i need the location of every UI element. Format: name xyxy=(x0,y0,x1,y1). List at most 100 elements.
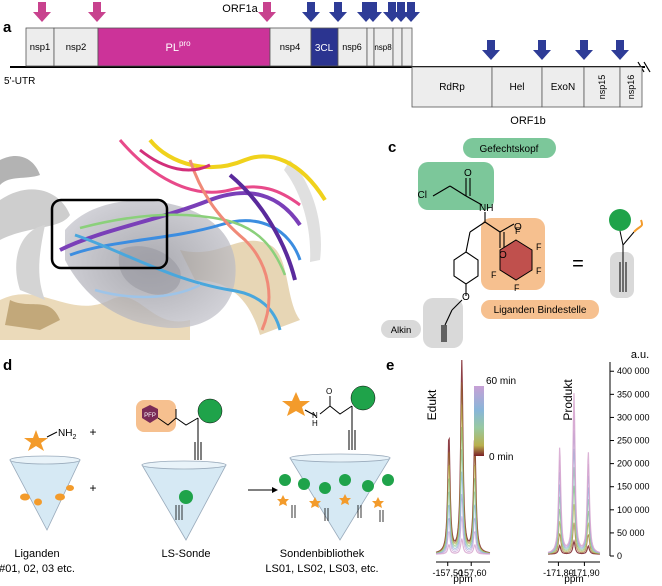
spectrum-trace-edukt xyxy=(436,538,490,555)
segment-nsp1 xyxy=(25,27,55,67)
warhead-highlight xyxy=(418,162,494,210)
panel-a: a ORF1a 5'-UTR nsp1 nsp2 PLpro nsp4 3CL … xyxy=(3,2,651,127)
ligand-dot-icon xyxy=(20,493,30,501)
spectrum-trace-edukt xyxy=(435,493,490,555)
library-beads xyxy=(277,474,394,522)
segment-nsp10 xyxy=(401,27,413,67)
library-caption-line2: LS01, LS02, LS03, etc. xyxy=(265,563,378,575)
segment-hel xyxy=(491,66,543,108)
arrow-blue-icon xyxy=(611,40,629,60)
segment-nsp9 xyxy=(392,27,403,67)
panel-a-label: a xyxy=(3,19,12,36)
arrow-blue-icon xyxy=(364,2,382,22)
spectrum-trace-produkt xyxy=(547,393,601,553)
ligand-dot-icon xyxy=(66,485,74,491)
segment-label-hel: Hel xyxy=(509,82,524,93)
x-tick-label: -157,60 xyxy=(456,568,487,578)
arrow-blue-icon xyxy=(575,40,593,60)
segment-label-nsp8: nsp8 xyxy=(374,43,392,52)
spectrum-trace-edukt xyxy=(436,471,490,554)
library-circle-icon xyxy=(350,385,376,411)
panel-d: d NH2 + + Liganden #01, 02, 03 etc. PFP … xyxy=(0,357,394,575)
ligand-caption-line1: Liganden xyxy=(14,548,59,560)
y-tick-label: 0 xyxy=(617,551,622,561)
y-tick-label: 50 000 xyxy=(617,528,645,538)
amide-h: H xyxy=(312,419,318,428)
atom-cl: Cl xyxy=(418,190,427,201)
educt-label: Edukt xyxy=(425,389,439,420)
ligand-dot-icon xyxy=(34,498,42,506)
y-tick-label: 400 000 xyxy=(617,366,650,376)
alkyne-highlight xyxy=(423,298,463,348)
atom-nh: NH xyxy=(479,203,493,214)
product-label: Produkt xyxy=(561,379,575,421)
atom-f5: F xyxy=(491,270,497,280)
orf1b-bar: RdRp Hel ExoN nsp15 nsp16 xyxy=(411,66,643,108)
ligand-caption-line2: #01, 02, 03 etc. xyxy=(0,563,75,575)
spectrum-trace-edukt xyxy=(435,516,491,555)
ligand-star-icon xyxy=(24,430,48,451)
arrow-pink-icon xyxy=(258,2,276,22)
segment-label-3cl: 3CL xyxy=(315,43,334,54)
break-mark xyxy=(643,61,651,73)
panel-c: c Gefechtskopf xyxy=(381,138,644,348)
orf1a-label: ORF1a xyxy=(222,3,258,15)
arrow-blue-icon xyxy=(533,40,551,60)
segment-label-nsp2: nsp2 xyxy=(66,42,87,53)
orf1a-bar: nsp1 nsp2 PLpro nsp4 3CL nsp6 nsp8 xyxy=(25,27,413,67)
segment-plpro xyxy=(97,27,271,67)
spectrum-trace-produkt xyxy=(547,485,601,554)
legend-top-label: 60 min xyxy=(486,376,516,387)
utr-label: 5'-UTR xyxy=(4,76,35,87)
segment-label-exon: ExoN xyxy=(551,82,575,93)
segment-3cl xyxy=(310,27,339,67)
panel-c-label: c xyxy=(388,139,396,156)
atom-f4: F xyxy=(514,283,520,293)
cleavage-arrows xyxy=(33,2,629,60)
library-caption-line1: Sondenbibliothek xyxy=(280,548,365,560)
molecule-skeleton xyxy=(432,178,515,342)
plus-sign: + xyxy=(89,481,96,495)
arrow-pink-icon xyxy=(33,2,51,22)
atom-f1: F xyxy=(515,226,521,236)
segment-nsp2 xyxy=(53,27,99,67)
arrow-blue-icon xyxy=(392,2,410,22)
binding-site-box xyxy=(50,198,169,270)
arrow-pink-icon xyxy=(88,2,106,22)
x-axis: -157,50-157,60-171,80-171,90 xyxy=(432,561,600,578)
segment-nsp16 xyxy=(619,66,643,108)
amide-n: N xyxy=(312,411,318,420)
warhead-label-bg xyxy=(463,138,556,158)
segment-nsp4 xyxy=(269,27,312,67)
binding-site-label-bg xyxy=(481,300,599,319)
panel-e-label: e xyxy=(386,357,394,374)
segment-nsp7 xyxy=(366,27,375,67)
panel-d-label: d xyxy=(3,357,12,374)
x-tick-label: -171,90 xyxy=(569,568,600,578)
segment-label-nsp16: nsp16 xyxy=(626,75,636,100)
amide-o: O xyxy=(326,387,332,396)
x-tick-label: -171,80 xyxy=(543,568,574,578)
arrow-blue-icon xyxy=(329,2,347,22)
segment-label-nsp6: nsp6 xyxy=(342,42,362,52)
y-tick-label: 150 000 xyxy=(617,482,650,492)
protein-structure xyxy=(0,138,335,340)
pfp-hexagon-icon xyxy=(142,405,158,423)
arrow-head-icon xyxy=(272,487,278,493)
panel-b: b xyxy=(0,138,335,340)
segment-label-nsp1: nsp1 xyxy=(30,42,51,53)
alkyne-label: Alkin xyxy=(391,325,412,336)
binding-site-label: Liganden Bindestelle xyxy=(494,305,587,316)
atom-f3: F xyxy=(536,266,542,276)
segment-label-nsp15: nsp15 xyxy=(597,75,607,100)
spectrum-trace-produkt xyxy=(547,467,601,554)
time-colorbar xyxy=(474,386,484,456)
probe-bead-icon xyxy=(179,490,193,504)
probe-circle-icon xyxy=(197,398,223,424)
atom-o-ether: O xyxy=(462,292,470,303)
atom-o-carbonyl: O xyxy=(464,168,472,179)
nh2-label: NH2 xyxy=(58,428,76,441)
arrow-blue-icon xyxy=(402,2,420,22)
